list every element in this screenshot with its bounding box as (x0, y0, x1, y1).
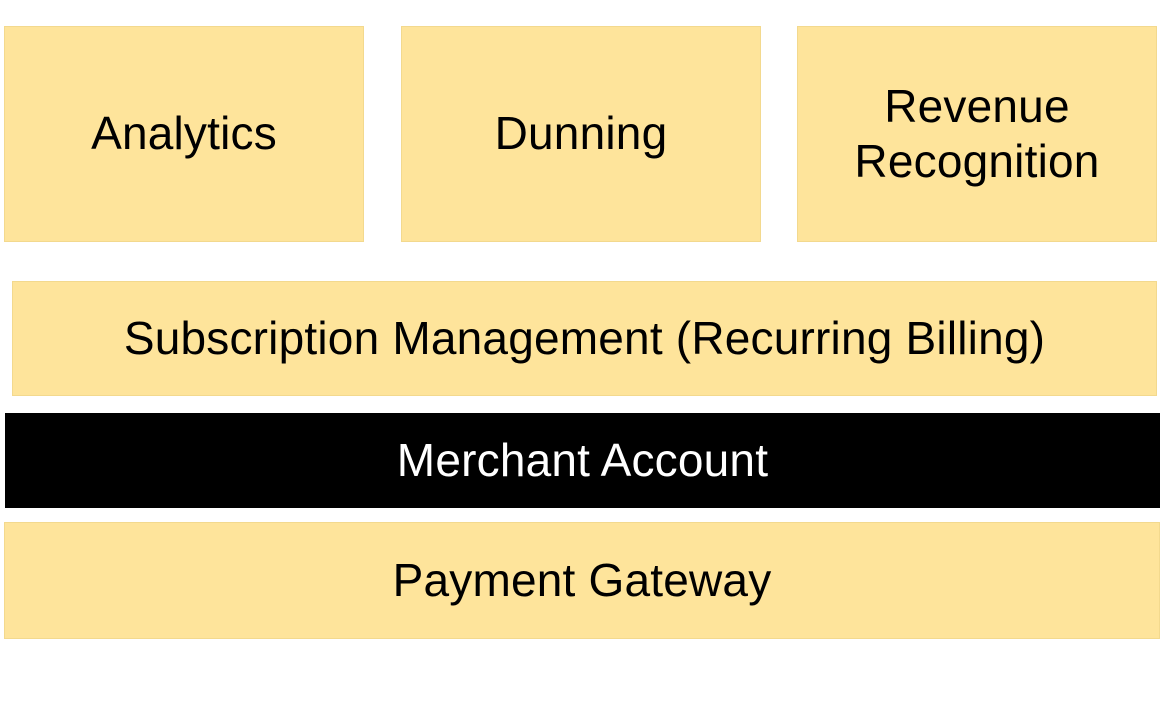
subscription-management-box: Subscription Management (Recurring Billi… (12, 281, 1157, 396)
analytics-box: Analytics (4, 26, 364, 242)
subscription-management-label: Subscription Management (Recurring Billi… (123, 311, 1046, 364)
analytics-label: Analytics (91, 107, 277, 160)
revenue-recognition-box: Revenue Recognition (797, 26, 1157, 242)
dunning-box: Dunning (401, 26, 761, 242)
payment-gateway-label: Payment Gateway (392, 553, 772, 606)
dunning-label: Dunning (494, 107, 668, 160)
revenue-recognition-label: Revenue Recognition (854, 79, 1100, 187)
merchant-account-box: Merchant Account (5, 413, 1160, 508)
payment-gateway-box: Payment Gateway (4, 522, 1160, 639)
merchant-account-label: Merchant Account (396, 433, 769, 486)
